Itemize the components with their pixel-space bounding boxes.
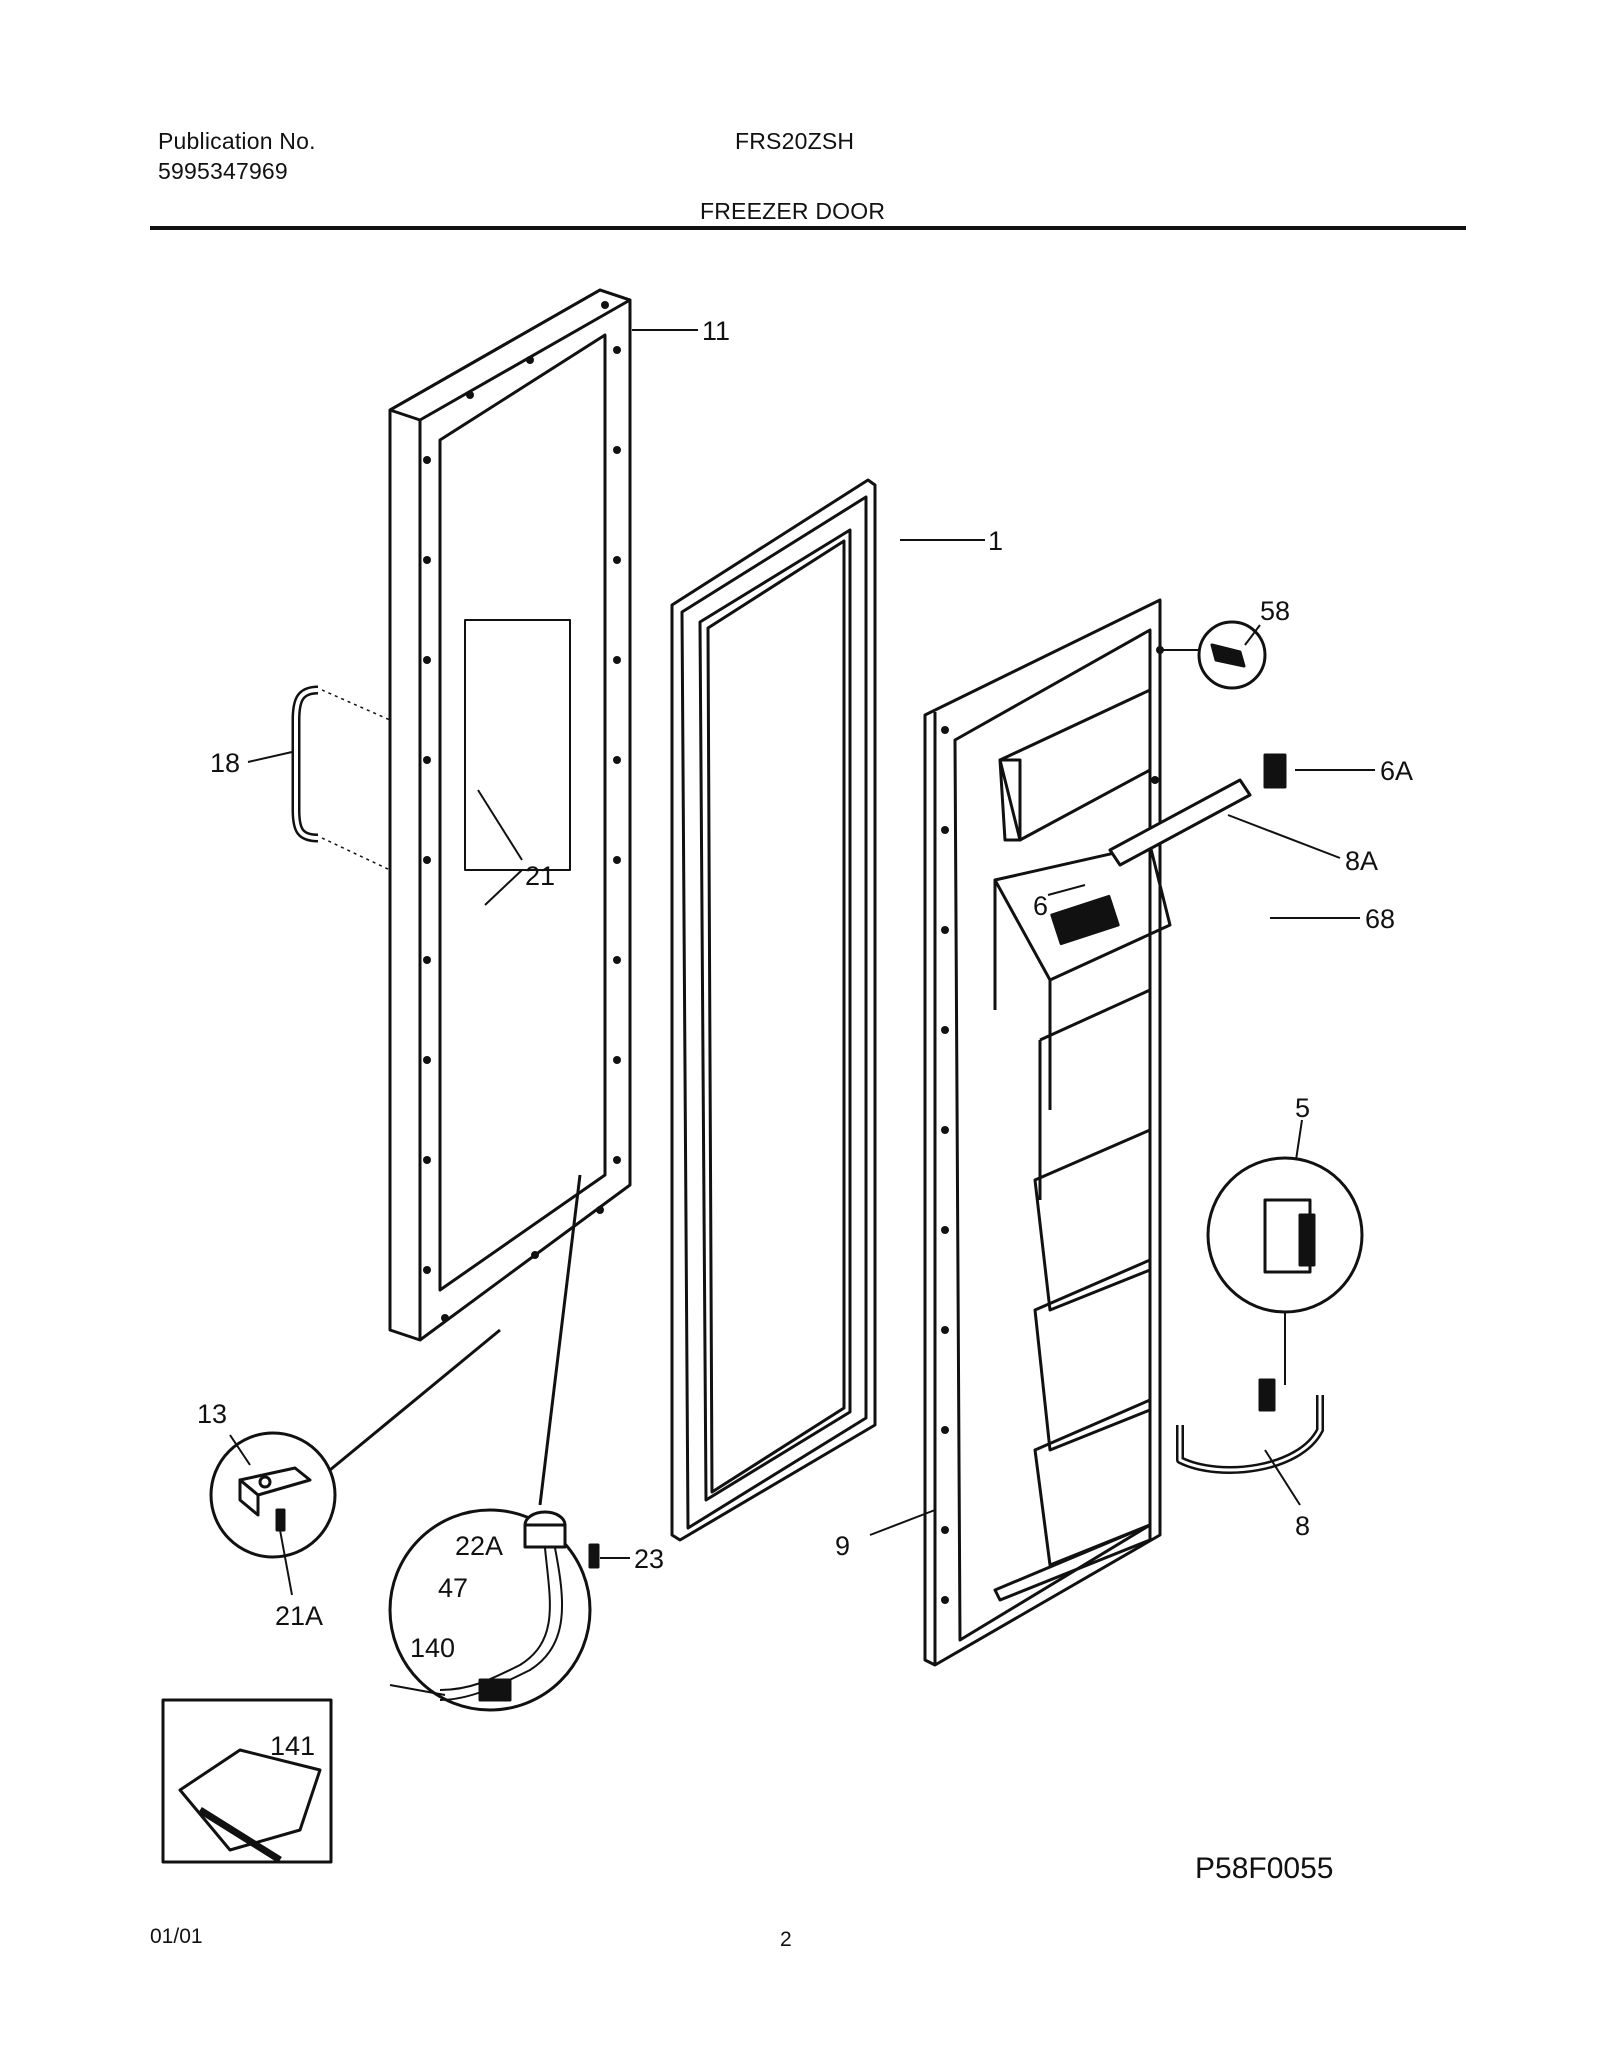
callout-9: 9 [835, 1531, 850, 1561]
callout-1: 1 [988, 526, 1003, 556]
bracket-6a [1263, 753, 1375, 789]
door-inner-liner [923, 598, 1172, 1667]
publication-label: Publication No. [158, 128, 316, 154]
lead-21 [477, 789, 523, 861]
callout-140: 140 [410, 1633, 455, 1663]
callout-23: 23 [634, 1544, 664, 1574]
lead-18 [247, 751, 293, 763]
screw-detail [1160, 620, 1267, 690]
callout-47: 47 [438, 1573, 468, 1603]
rail-8a [1108, 778, 1341, 867]
lead-9 [869, 1509, 936, 1536]
callout-58: 58 [1260, 596, 1290, 626]
callout-6: 6 [1033, 891, 1048, 921]
door-handle [291, 685, 391, 871]
callout-22a: 22A [455, 1531, 503, 1561]
callout-68: 68 [1365, 904, 1395, 934]
wire-support [1176, 1378, 1324, 1506]
header-rule [150, 226, 1466, 230]
tool-inset [161, 1698, 333, 1864]
callout-8a: 8A [1345, 846, 1378, 876]
page-number: 2 [780, 1928, 792, 1951]
clip-detail [1206, 1119, 1364, 1385]
lead-6-68 [1047, 884, 1360, 919]
diagram-code: P58F0055 [1195, 1852, 1333, 1885]
publication-number: 5995347969 [158, 158, 288, 184]
callout-8: 8 [1295, 1511, 1310, 1541]
hinge-detail [209, 1328, 501, 1596]
door-gasket [670, 478, 877, 1542]
door-outer-panel [388, 288, 632, 1342]
callout-18: 18 [210, 748, 240, 778]
callout-21a: 21A [275, 1601, 323, 1631]
callout-21: 21 [525, 861, 555, 891]
model-number: FRS20ZSH [735, 128, 855, 154]
section-title: FREEZER DOOR [700, 198, 886, 224]
callout-5: 5 [1295, 1093, 1310, 1123]
wiring-detail [388, 1174, 630, 1712]
callout-11: 11 [702, 316, 730, 346]
lead-21b [484, 869, 523, 906]
callout-13: 13 [197, 1399, 227, 1429]
callout-6a: 6A [1380, 756, 1413, 786]
callout-141: 141 [270, 1731, 315, 1761]
footer-date: 01/01 [150, 1925, 203, 1948]
